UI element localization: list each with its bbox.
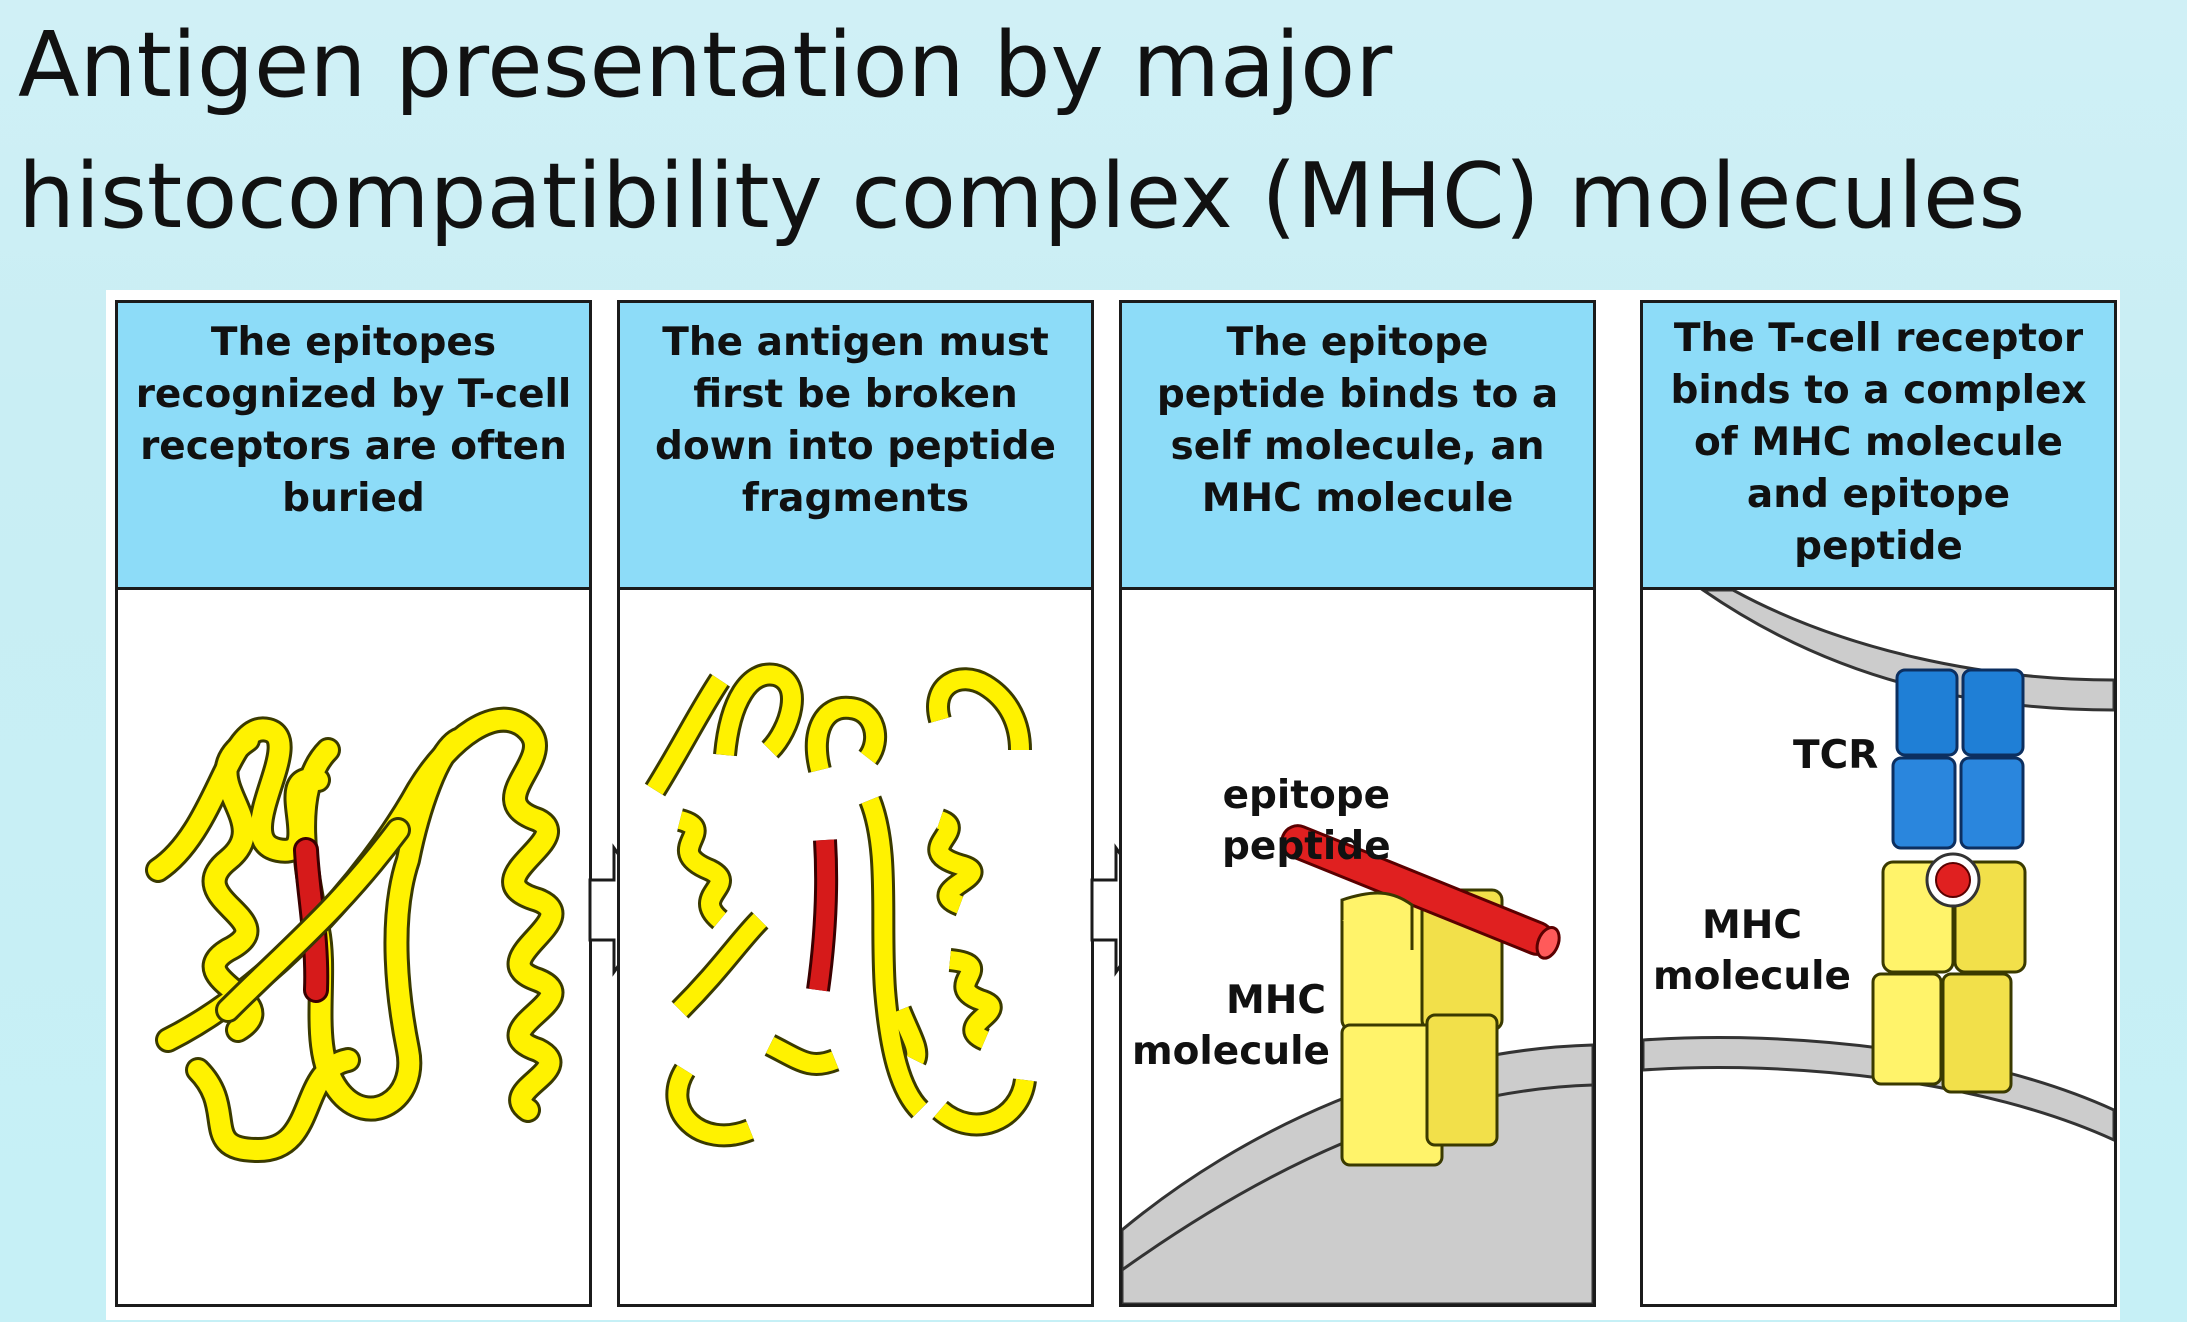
panel-2-header-line: down into peptide (655, 424, 1056, 469)
antigen-presentation-figure: The epitopes recognized by T-cell recept… (106, 290, 2120, 1320)
panel-1-header-line: recognized by T-cell (135, 372, 572, 417)
mhc-label-line-2: molecule (1653, 954, 1851, 999)
panel-3-header-text: The epitope peptide binds to a self mole… (1141, 317, 1574, 525)
panel-3-header: The epitope peptide binds to a self mole… (1122, 303, 1593, 590)
slide-title: Antigen presentation by major histocompa… (18, 0, 2187, 262)
panel-tcr-complex: The T-cell receptor binds to a complex o… (1640, 300, 2117, 1307)
panel-4-header: The T-cell receptor binds to a complex o… (1643, 303, 2114, 590)
panel-4-header-line: of MHC molecule (1694, 420, 2063, 465)
panel-peptide-fragments: The antigen must first be broken down in… (617, 300, 1094, 1307)
panel-4-header-line: peptide (1794, 524, 1963, 569)
panel-1-header-line: receptors are often (140, 424, 567, 469)
panel-3-header-line: peptide binds to a (1156, 372, 1559, 417)
panel-2-header: The antigen must first be broken down in… (620, 303, 1091, 590)
panel-2-body (620, 590, 1091, 1304)
panel-3-body: epitope peptide MHC molecule (1122, 590, 1593, 1304)
panel-4-header-line: and epitope (1746, 472, 2011, 517)
panel-1-body (118, 590, 589, 1304)
panel-2-header-line: The antigen must (662, 320, 1049, 365)
tcr-label: TCR (1793, 733, 1879, 778)
panel-4-body: TCR MHC molecule (1643, 590, 2114, 1304)
slide-title-line-2: histocompatibility complex (MHC) molecul… (18, 144, 2026, 249)
panel-2-header-line: fragments (741, 476, 970, 521)
panel-3-header-line: self molecule, an (1170, 424, 1545, 469)
panel-2-header-line: first be broken (693, 372, 1018, 417)
peptide-fragments-illustration (644, 662, 1037, 1148)
panel-1-header-line: buried (282, 476, 425, 521)
panel-4-header-line: binds to a complex (1670, 368, 2087, 413)
mhc-label-line-2: molecule (1132, 1029, 1330, 1074)
panel-buried-epitopes: The epitopes recognized by T-cell recept… (115, 300, 592, 1307)
tcr-mhc-illustration (1643, 590, 2114, 1142)
mhc-label-line-1: MHC (1701, 903, 1803, 948)
epitope-label-line-1: epitope (1222, 773, 1391, 818)
panel-3-header-line: MHC molecule (1201, 476, 1514, 521)
epitope-label-line-2: peptide (1222, 824, 1391, 869)
slide-title-line-1: Antigen presentation by major (18, 13, 1393, 118)
folded-protein-illustration (145, 706, 565, 1163)
panel-2-header-text: The antigen must first be broken down in… (639, 317, 1072, 525)
mhc-molecule-label: MHC molecule (1653, 900, 1851, 1002)
panel-3-header-line: The epitope (1226, 320, 1489, 365)
panel-1-header: The epitopes recognized by T-cell recept… (118, 303, 589, 590)
panel-1-header-line: The epitopes (210, 320, 497, 365)
panel-4-header-line: The T-cell receptor (1673, 316, 2084, 361)
mhc-molecule-label: MHC molecule (1132, 975, 1330, 1077)
epitope-peptide-label: epitope peptide (1222, 770, 1391, 872)
panel-4-header-text: The T-cell receptor binds to a complex o… (1654, 313, 2102, 573)
mhc-label-line-1: MHC (1225, 978, 1327, 1023)
panel-mhc-binding: The epitope peptide binds to a self mole… (1119, 300, 1596, 1307)
panel-1-header-text: The epitopes recognized by T-cell recept… (120, 317, 588, 525)
mhc-peptide-illustration (1122, 824, 1593, 1304)
